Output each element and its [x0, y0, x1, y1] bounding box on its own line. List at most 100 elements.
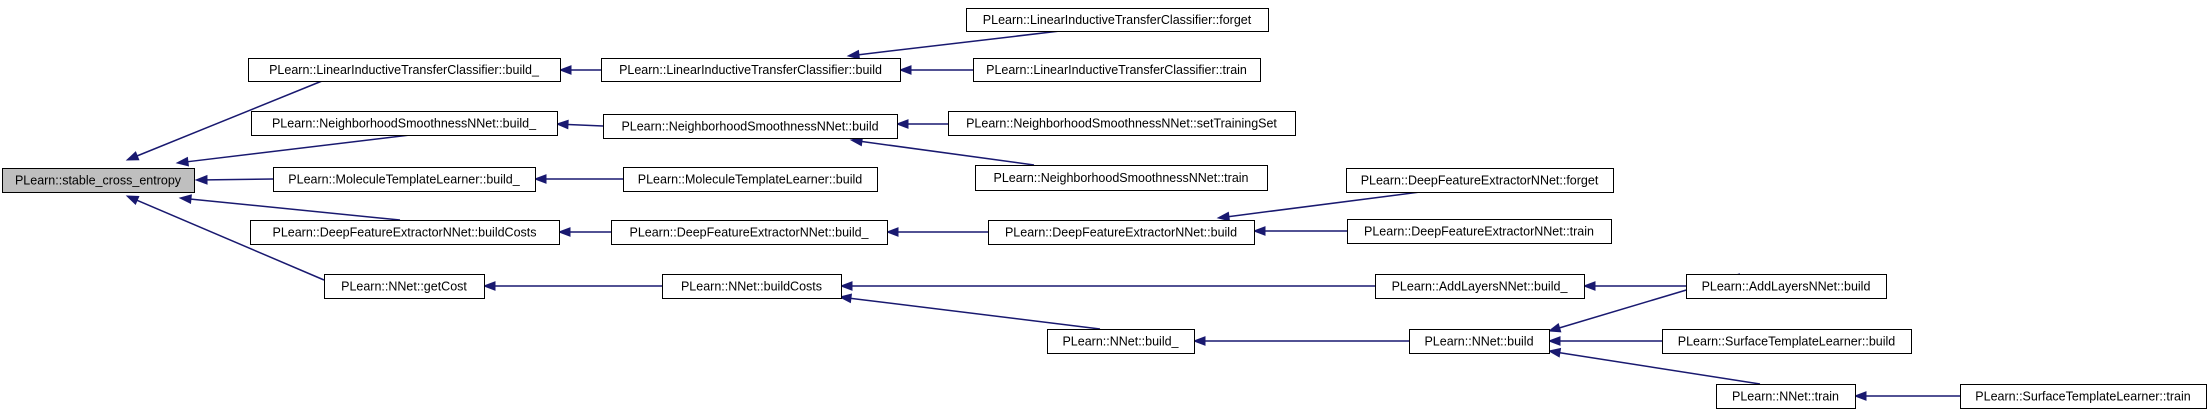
- node-plearn-neighborhoodsmoothnessnnet-build[interactable]: PLearn::NeighborhoodSmoothnessNNet::buil…: [603, 114, 898, 139]
- arrowhead-icon: [898, 65, 912, 75]
- edge-line: [850, 297, 1101, 330]
- node-plearn-nnet-build[interactable]: PLearn::NNet::build: [1409, 329, 1550, 354]
- node-box: [1347, 219, 1612, 244]
- call-edge-plearn-nnet-getcost-to-plearn-stable-cross-entropy: [125, 195, 325, 281]
- call-edge-plearn-moleculetemplatelearner-build-to-plearn-stable-cross-entropy: [194, 174, 274, 185]
- arrowhead-icon: [1547, 322, 1562, 333]
- node-box: [948, 111, 1296, 136]
- call-edge-plearn-linearinductivetransferclassifier-build-to-plearn-linearinductivetransferclassifier-build: [558, 65, 601, 75]
- call-edge-plearn-nnet-build-to-plearn-nnet-build: [1192, 336, 1409, 346]
- node-plearn-surfacetemplatelearner-build[interactable]: PLearn::SurfaceTemplateLearner::build: [1662, 329, 1912, 354]
- node-plearn-linearinductivetransferclassifier-forget[interactable]: PLearn::LinearInductiveTransferClassifie…: [966, 8, 1269, 32]
- node-box: [273, 167, 536, 192]
- arrowhead-icon: [895, 119, 909, 129]
- arrowhead-icon: [838, 293, 853, 304]
- node-plearn-stable-cross-entropy[interactable]: PLearn::stable_cross_entropy: [2, 168, 195, 193]
- node-label: PLearn::DeepFeatureExtractorNNet::build: [1005, 226, 1237, 240]
- call-edge-plearn-deepfeatureextractornnet-buildcosts-to-plearn-stable-cross-entropy: [178, 194, 401, 221]
- node-box: [1716, 384, 1856, 409]
- node-plearn-surfacetemplatelearner-train[interactable]: PLearn::SurfaceTemplateLearner::train: [1960, 384, 2207, 409]
- node-box: [2, 168, 195, 193]
- node-label: PLearn::NNet::train: [1732, 390, 1839, 404]
- arrowhead-icon: [557, 227, 571, 237]
- arrowhead-icon: [1252, 226, 1266, 236]
- node-box: [623, 167, 878, 192]
- node-plearn-neighborhoodsmoothnessnnet-settrainingset[interactable]: PLearn::NeighborhoodSmoothnessNNet::setT…: [948, 111, 1296, 136]
- node-label: PLearn::NNet::build: [1424, 335, 1533, 349]
- node-label: PLearn::LinearInductiveTransferClassifie…: [619, 63, 882, 77]
- node-label: PLearn::DeepFeatureExtractorNNet::train: [1364, 225, 1594, 239]
- node-plearn-deepfeatureextractornnet-build[interactable]: PLearn::DeepFeatureExtractorNNet::build: [988, 220, 1255, 245]
- node-box: [250, 220, 560, 245]
- node-plearn-linearinductivetransferclassifier-build[interactable]: PLearn::LinearInductiveTransferClassifie…: [248, 58, 561, 82]
- call-edge-plearn-linearinductivetransferclassifier-build-to-plearn-stable-cross-entropy: [125, 80, 323, 161]
- node-plearn-nnet-build[interactable]: PLearn::NNet::build_: [1047, 329, 1195, 354]
- call-edge-plearn-deepfeatureextractornnet-build-to-plearn-deepfeatureextractornnet-buildcosts: [557, 227, 611, 237]
- call-edge-plearn-addlayersnnet-build-to-plearn-nnet-buildcosts: [839, 281, 1375, 291]
- call-edge-plearn-nnet-build-to-plearn-nnet-buildcosts: [838, 293, 1101, 330]
- call-edge-plearn-neighborhoodsmoothnessnnet-settrainingset-to-plearn-neighborhoodsmoothnessnnet-build: [895, 119, 948, 129]
- node-plearn-deepfeatureextractornnet-forget[interactable]: PLearn::DeepFeatureExtractorNNet::forget: [1346, 168, 1614, 193]
- arrowhead-icon: [1853, 391, 1867, 401]
- arrowhead-icon: [125, 151, 140, 161]
- node-box: [611, 220, 888, 245]
- node-box: [1346, 168, 1614, 193]
- node-label: PLearn::DeepFeatureExtractorNNet::forget: [1361, 174, 1599, 188]
- edge-line: [187, 134, 411, 163]
- call-edge-plearn-nnet-buildcosts-to-plearn-nnet-getcost: [482, 281, 662, 291]
- node-plearn-moleculetemplatelearner-build[interactable]: PLearn::MoleculeTemplateLearner::build_: [273, 167, 536, 192]
- node-box: [603, 114, 898, 139]
- edge-line: [136, 199, 325, 281]
- node-plearn-nnet-getcost[interactable]: PLearn::NNet::getCost: [324, 274, 485, 299]
- node-plearn-deepfeatureextractornnet-buildcosts[interactable]: PLearn::DeepFeatureExtractorNNet::buildC…: [250, 220, 560, 245]
- node-box: [248, 58, 561, 82]
- node-box: [601, 58, 901, 82]
- arrowhead-icon: [533, 174, 547, 184]
- call-edge-plearn-linearinductivetransferclassifier-forget-to-plearn-linearinductivetransferclassifier-build: [846, 30, 1061, 60]
- node-box: [1662, 329, 1912, 354]
- node-box: [1960, 384, 2207, 409]
- call-edge-plearn-neighborhoodsmoothnessnnet-build-to-plearn-neighborhoodsmoothnessnnet-build: [555, 119, 604, 130]
- node-label: PLearn::DeepFeatureExtractorNNet::buildC…: [272, 226, 536, 240]
- node-box: [1686, 274, 1887, 299]
- arrowhead-icon: [885, 227, 899, 237]
- node-plearn-deepfeatureextractornnet-train[interactable]: PLearn::DeepFeatureExtractorNNet::train: [1347, 219, 1612, 244]
- node-box: [988, 220, 1255, 245]
- arrowhead-icon: [1547, 347, 1562, 358]
- node-label: PLearn::SurfaceTemplateLearner::train: [1975, 390, 2190, 404]
- node-plearn-neighborhoodsmoothnessnnet-build[interactable]: PLearn::NeighborhoodSmoothnessNNet::buil…: [251, 111, 558, 136]
- node-label: PLearn::DeepFeatureExtractorNNet::build_: [629, 226, 869, 240]
- node-label: PLearn::NeighborhoodSmoothnessNNet::buil…: [621, 120, 878, 134]
- node-plearn-linearinductivetransferclassifier-build[interactable]: PLearn::LinearInductiveTransferClassifie…: [601, 58, 901, 82]
- node-label: PLearn::AddLayersNNet::build: [1702, 280, 1871, 294]
- node-plearn-addlayersnnet-build[interactable]: PLearn::AddLayersNNet::build_: [1375, 274, 1585, 299]
- node-label: PLearn::MoleculeTemplateLearner::build_: [288, 173, 520, 187]
- call-edge-plearn-moleculetemplatelearner-build-to-plearn-moleculetemplatelearner-build: [533, 174, 623, 184]
- edge-line: [1228, 191, 1421, 218]
- node-label: PLearn::LinearInductiveTransferClassifie…: [269, 63, 540, 77]
- node-plearn-neighborhoodsmoothnessnnet-train[interactable]: PLearn::NeighborhoodSmoothnessNNet::trai…: [975, 165, 1268, 191]
- node-label: PLearn::MoleculeTemplateLearner::build: [638, 173, 862, 187]
- call-edge-plearn-addlayersnnet-build-to-plearn-addlayersnnet-build: [1582, 281, 1686, 291]
- arrowhead-icon: [1547, 336, 1561, 346]
- node-plearn-deepfeatureextractornnet-build[interactable]: PLearn::DeepFeatureExtractorNNet::build_: [611, 220, 888, 245]
- node-label: PLearn::NNet::build_: [1062, 335, 1179, 349]
- arrowhead-icon: [482, 281, 496, 291]
- edge-line: [1559, 351, 1761, 385]
- call-edge-plearn-linearinductivetransferclassifier-train-to-plearn-linearinductivetransferclassifier-build: [898, 65, 973, 75]
- node-label: PLearn::SurfaceTemplateLearner::build: [1678, 335, 1896, 349]
- node-plearn-nnet-train[interactable]: PLearn::NNet::train: [1716, 384, 1856, 409]
- node-plearn-nnet-buildcosts[interactable]: PLearn::NNet::buildCosts: [662, 274, 842, 299]
- node-plearn-linearinductivetransferclassifier-train[interactable]: PLearn::LinearInductiveTransferClassifie…: [973, 58, 1261, 82]
- arrowhead-icon: [125, 195, 140, 206]
- arrowhead-icon: [175, 156, 190, 167]
- node-plearn-moleculetemplatelearner-build[interactable]: PLearn::MoleculeTemplateLearner::build: [623, 167, 878, 192]
- node-box: [1409, 329, 1550, 354]
- node-plearn-addlayersnnet-build[interactable]: PLearn::AddLayersNNet::build: [1686, 274, 1887, 299]
- node-label: PLearn::LinearInductiveTransferClassifie…: [983, 13, 1252, 27]
- node-label: PLearn::LinearInductiveTransferClassifie…: [986, 63, 1247, 77]
- node-label: PLearn::NeighborhoodSmoothnessNNet::buil…: [272, 117, 537, 131]
- arrowhead-icon: [839, 281, 853, 291]
- arrowhead-icon: [194, 174, 208, 185]
